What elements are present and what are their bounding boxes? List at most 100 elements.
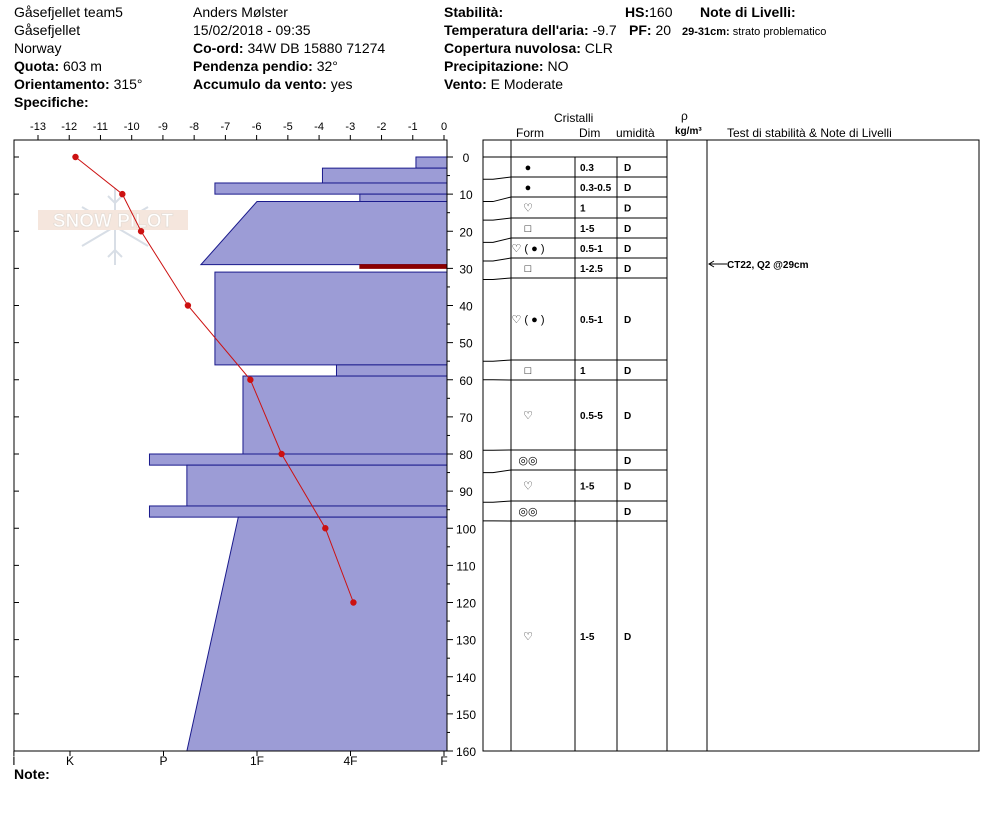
depth-tick-label: 140 [456,671,476,685]
location: Gåsefjellet [14,22,81,38]
hardness-layer [186,516,448,752]
crystal-form: ♡ ( ● ) [512,314,545,326]
form-header: Form [516,126,544,140]
hardness-layer [148,505,448,518]
crystal-form: □ [525,263,532,275]
depth-tick-label: 50 [459,337,473,351]
temperature-tick-label: -11 [93,121,108,133]
moisture: D [624,244,631,255]
penetration: PF: 20 [629,22,672,38]
hardness-tick-label: 4F [343,754,357,768]
depth-connector [483,359,512,362]
specifics-label: Specifiche: [14,94,89,110]
hardness-tick-label: 1F [250,754,264,768]
dim-header: Dim [579,126,601,140]
country: Norway [14,40,62,56]
depth-connector [483,257,512,262]
datetime: 15/02/2018 - 09:35 [193,22,311,38]
moisture: D [624,204,631,215]
depth-tick-label: 90 [459,485,473,499]
observer: Anders Mølster [193,4,288,20]
moisture: D [624,456,631,467]
temperature-tick-label: -3 [345,121,355,133]
crystal-form: ♡ [523,631,533,643]
hardness-layer [415,156,448,169]
temperature-tick-label: -13 [30,121,46,133]
note-label: Note: [14,766,50,782]
crystal-size: 0.5-1 [580,315,603,326]
temperature-tick-label: 0 [441,121,447,133]
crystal-size: 1-5 [580,224,595,235]
temperature-point [119,190,126,198]
crystal-size: 0.3 [580,163,594,174]
depth-tick-label: 120 [456,597,476,611]
depth-connector [483,196,512,203]
crystal-size: 1-5 [580,632,595,643]
temperature-tick-label: -2 [377,121,387,133]
crystal-size: 1-5 [580,482,595,493]
site-name: Gåsefjellet team5 [14,4,123,20]
slope: Pendenza pendio: 32° [193,58,338,74]
crystal-form: □ [525,223,532,235]
density-unit: kg/m³ [675,126,702,137]
crystal-form: ♡ [523,481,533,493]
temperature-line [75,156,354,603]
temperature-point [278,450,285,458]
temperature-point [137,228,145,235]
moisture: D [624,183,631,194]
temperature-tick-label: -8 [189,121,199,133]
crystal-form: ♡ [523,410,533,422]
density-symbol: ρ [681,109,688,123]
stability-label: Stabilità: [444,4,504,20]
temperature-tick-label: -1 [408,121,418,133]
hardness-tick-label: I [12,754,15,768]
crystal-form: ♡ ( ● ) [512,243,545,255]
cloud-cover: Copertura nuvolosa: CLR [444,40,613,56]
moisture: D [624,366,631,377]
temperature-tick-label: -6 [252,121,262,133]
depth-tick-label: 130 [456,634,476,648]
crystal-size: 1 [580,366,586,377]
crystals-header: Cristalli [554,111,594,125]
depth-tick-label: 100 [456,522,476,536]
depth-tick-label: 70 [459,411,473,425]
coordinates: Co-ord: 34W DB 15880 71274 [193,40,386,56]
depth-tick-label: 60 [459,374,473,388]
hardness-layer [359,193,448,203]
moisture: D [624,507,631,518]
hardness-layer [214,182,448,195]
depth-tick-label: 160 [456,745,476,759]
temperature-point [322,525,329,532]
temperature-point [350,599,357,606]
hardness-layer [214,271,448,366]
temperature-tick-label: -5 [283,121,293,133]
crystal-form: □ [525,365,532,377]
temperature-tick-label: -9 [158,121,168,133]
depth-connector [483,469,512,474]
depth-tick-label: 110 [456,559,475,573]
crystal-size: 1 [580,204,586,215]
elevation: Quota: 603 m [14,58,102,74]
test-arrow-head [708,260,715,268]
layer-note: 29-31cm: strato problematico [682,26,827,38]
hardness-tick-label: P [159,754,167,768]
temperature-point [184,302,192,309]
depth-connector [483,217,512,221]
moisture: D [624,315,631,326]
depth-tick-label: 30 [459,262,473,276]
hardness-layer [186,464,448,507]
crystal-form: ◎◎ [518,506,537,518]
temperature-point [247,376,254,383]
crystal-form: ◎◎ [518,455,537,467]
snow-height: HS:160 [625,4,673,20]
aspect: Orientamento: 315° [14,76,143,92]
temperature-tick-label: -7 [220,121,230,133]
crystal-size: 0.5-5 [580,411,603,422]
crystal-form: ♡ [523,203,533,215]
moisture-header: umidità [616,126,655,140]
stability-test: CT22, Q2 @29cm [727,260,809,271]
hardness-layer [242,375,448,455]
